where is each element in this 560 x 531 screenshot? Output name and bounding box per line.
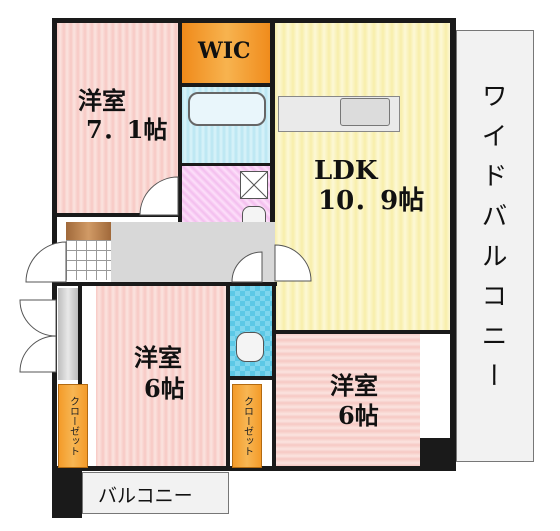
kitchen-sink-icon	[340, 98, 390, 126]
western-room-nw-name: 洋室	[78, 86, 126, 115]
wall-nw-right	[178, 23, 182, 215]
toilet-icon	[236, 332, 264, 362]
western-room-se-size: 6帖	[338, 401, 379, 430]
wall-ldk-bottom	[275, 330, 453, 334]
western-room-sw	[96, 286, 228, 466]
walk-in-closet	[182, 23, 272, 83]
closet-right: クローゼット	[232, 384, 262, 468]
wide-balcony-label: ワイドバルコニー	[477, 82, 507, 402]
wide-balcony	[456, 30, 534, 462]
western-room-sw-size: 6帖	[144, 374, 185, 403]
wall-nw-bottom	[57, 213, 180, 217]
storage-closet-left	[58, 288, 78, 380]
outer-wall-bottom	[52, 466, 456, 471]
wall-toilet-bottom	[228, 376, 278, 380]
wall-storage-right	[78, 286, 82, 468]
wall-hall-bottom	[57, 282, 277, 286]
bathtub-icon	[188, 92, 266, 126]
ldk-size: 10．9帖	[318, 186, 425, 216]
corner-post-bl	[52, 470, 82, 518]
western-room-se	[276, 334, 420, 466]
western-room-se-name: 洋室	[330, 371, 378, 400]
wall-toilet-right	[272, 284, 276, 468]
washing-machine-icon	[240, 171, 268, 199]
outer-wall-top	[52, 18, 456, 23]
closet-left: クローゼット	[58, 384, 88, 468]
corner-post-br	[420, 438, 456, 470]
wic-label: WIC	[198, 38, 251, 64]
wall-bath-bottom	[182, 163, 274, 166]
western-room-nw-size: 7．1帖	[86, 115, 168, 144]
small-balcony-label: バルコニー	[98, 485, 193, 507]
wall-wic-bottom	[182, 83, 274, 87]
wall-bath-right	[270, 23, 275, 245]
small-balcony	[82, 472, 229, 514]
shoe-cabinet	[66, 222, 111, 240]
western-room-sw-name: 洋室	[134, 343, 182, 372]
entrance-floor	[66, 240, 111, 280]
wall-wash-left	[178, 166, 182, 244]
outer-wall-right	[450, 18, 456, 470]
ldk-name: LDK	[314, 156, 378, 186]
